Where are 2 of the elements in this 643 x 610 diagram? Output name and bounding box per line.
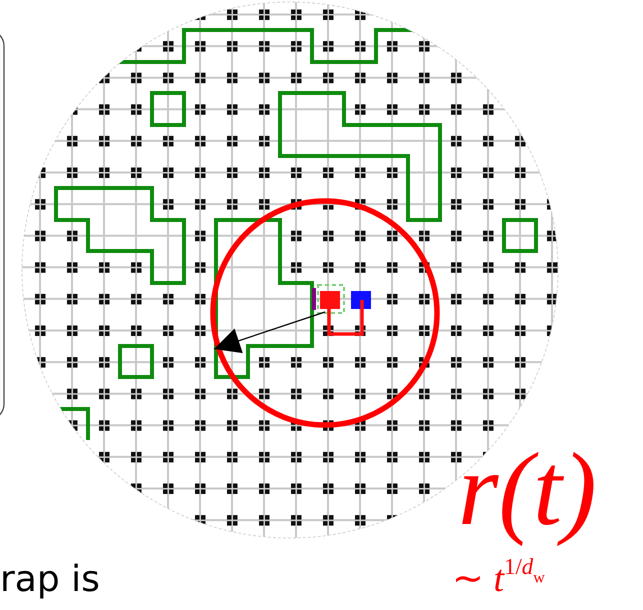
scaling-formula: ∼ t$^{1/}$d$_{w}$ — [452, 556, 545, 598]
body-text: rap is — [0, 562, 100, 598]
